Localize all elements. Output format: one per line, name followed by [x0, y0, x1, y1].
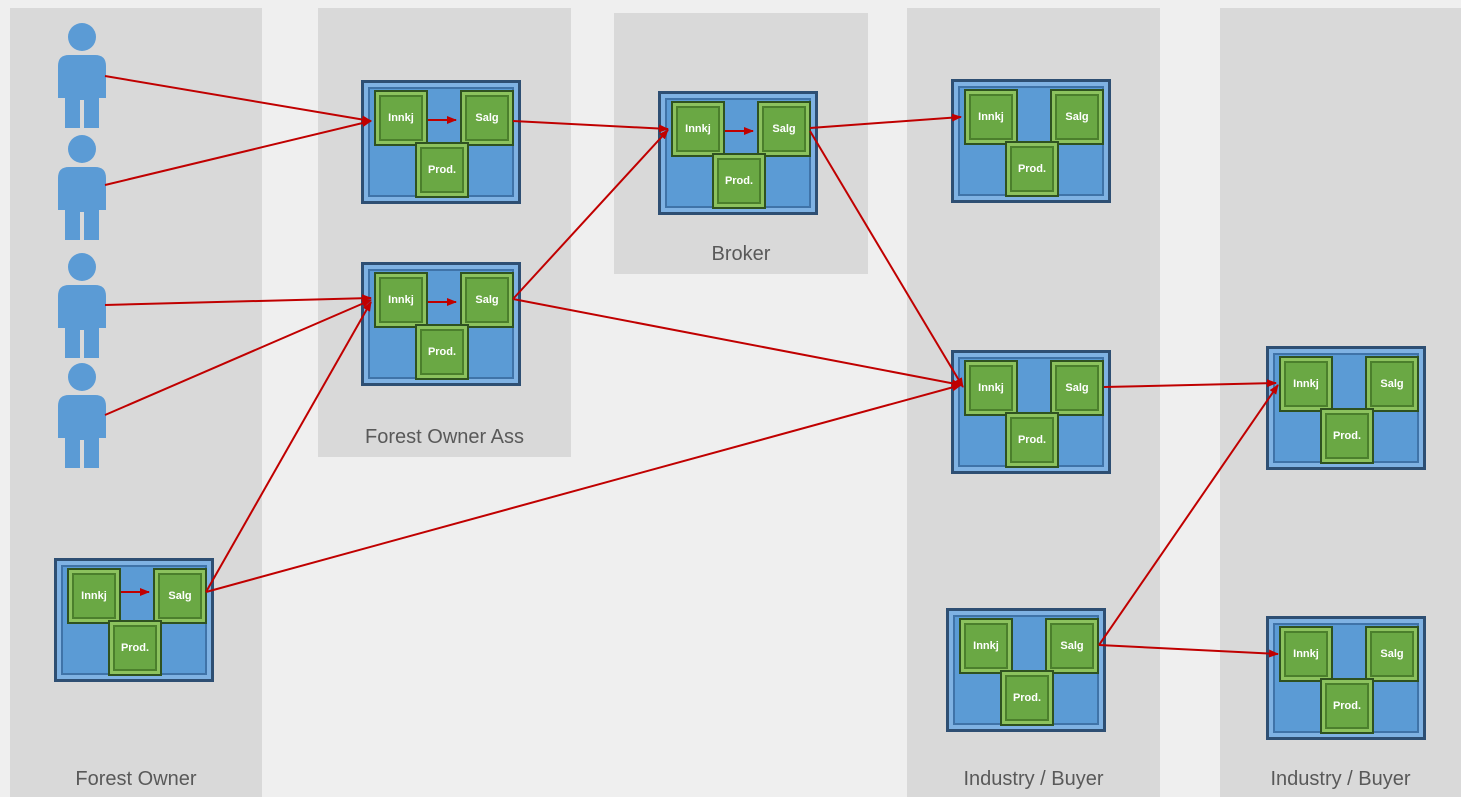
production-box: Prod.	[1005, 412, 1059, 468]
production-box: Prod.	[1320, 678, 1374, 734]
unit-forest-owner-ass-2: Innkj Salg Prod.	[361, 262, 521, 386]
sales-box: Salg	[460, 90, 514, 146]
lane-label: Industry / Buyer	[1270, 768, 1411, 790]
purchase-box: Innkj	[374, 90, 428, 146]
sales-box: Salg	[1045, 618, 1099, 674]
production-box: Prod.	[415, 324, 469, 380]
person-icon	[58, 253, 106, 358]
unit-forest-owner: Innkj Salg Prod.	[54, 558, 214, 682]
unit-industry-1a: Innkj Salg Prod.	[951, 79, 1111, 203]
unit-forest-owner-ass-1: Innkj Salg Prod.	[361, 80, 521, 204]
lane-label: Forest Owner Ass	[365, 426, 524, 448]
person-icon	[58, 135, 106, 240]
sales-box: Salg	[757, 101, 811, 157]
unit-broker: Innkj Salg Prod.	[658, 91, 818, 215]
sales-box: Salg	[1050, 360, 1104, 416]
unit-industry-1c: Innkj Salg Prod.	[946, 608, 1106, 732]
lane-label: Broker	[711, 243, 771, 265]
lane-label: Industry / Buyer	[963, 768, 1104, 790]
sales-box: Salg	[153, 568, 207, 624]
production-box: Prod.	[108, 620, 162, 676]
person-icon	[58, 23, 106, 128]
person-icon	[58, 363, 106, 468]
purchase-box: Innkj	[374, 272, 428, 328]
sales-box: Salg	[1050, 89, 1104, 145]
production-box: Prod.	[1000, 670, 1054, 726]
purchase-box: Innkj	[67, 568, 121, 624]
lane-label: Forest Owner	[75, 768, 197, 790]
sales-box: Salg	[1365, 356, 1419, 412]
lane-forest-owner-ass: Forest Owner Ass	[318, 8, 571, 457]
unit-industry-2b: Innkj Salg Prod.	[1266, 616, 1426, 740]
purchase-box: Innkj	[1279, 356, 1333, 412]
purchase-box: Innkj	[1279, 626, 1333, 682]
production-box: Prod.	[415, 142, 469, 198]
sales-box: Salg	[460, 272, 514, 328]
production-box: Prod.	[1005, 141, 1059, 197]
purchase-box: Innkj	[964, 360, 1018, 416]
production-box: Prod.	[1320, 408, 1374, 464]
unit-industry-2a: Innkj Salg Prod.	[1266, 346, 1426, 470]
flow-arrow	[512, 298, 962, 388]
sales-box: Salg	[1365, 626, 1419, 682]
unit-industry-1b: Innkj Salg Prod.	[951, 350, 1111, 474]
purchase-box: Innkj	[964, 89, 1018, 145]
production-box: Prod.	[712, 153, 766, 209]
purchase-box: Innkj	[959, 618, 1013, 674]
purchase-box: Innkj	[671, 101, 725, 157]
